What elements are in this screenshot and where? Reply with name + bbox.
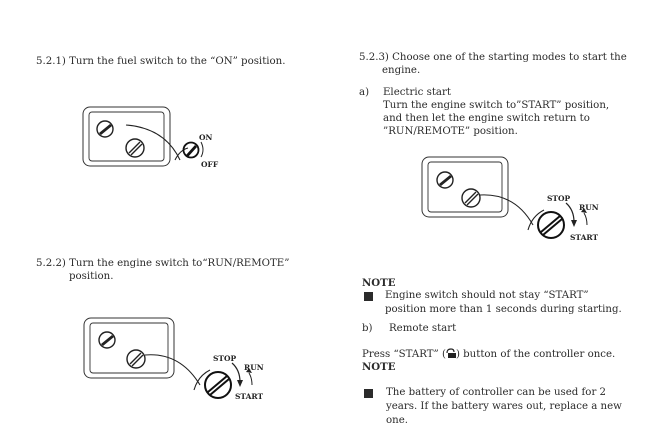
- callout-bracket-2: [193, 369, 211, 391]
- callout-line: [125, 124, 181, 161]
- control-panel-1: [82, 106, 171, 167]
- note-1-title: NOTE: [362, 277, 396, 289]
- press-start-text: Press “START” (: [362, 349, 446, 360]
- key-switch-icon-3: [436, 171, 454, 189]
- engine-switch-knob-icon: [204, 371, 232, 399]
- press-start-line: Press “START” ( ) button of the controlle…: [362, 348, 615, 361]
- on-label: ON: [199, 133, 213, 142]
- option-a-line1: Turn the engine switch to”START” positio…: [383, 100, 610, 111]
- option-a-marker: a): [359, 87, 370, 98]
- callout-bracket-3: [527, 209, 545, 231]
- callout-bracket: [174, 147, 189, 161]
- fuel-switch-icon: [182, 141, 200, 159]
- note-2-line3: one.: [386, 415, 408, 426]
- stop-label-3: STOP: [547, 194, 571, 203]
- step-5-2-2-text: 5.2.2) Turn the engine switch to“RUN/REM…: [36, 258, 290, 269]
- note-2-line1: The battery of controller can be used fo…: [386, 387, 607, 398]
- note-1-line2: position more than 1 seconds during star…: [385, 304, 622, 315]
- engine-switch-icon-3: [461, 188, 481, 208]
- option-a-title: Electric start: [383, 87, 451, 98]
- callout-line-2: [144, 354, 201, 386]
- off-label: OFF: [201, 160, 219, 169]
- stop-label: STOP: [213, 354, 237, 363]
- option-b-marker: b): [362, 323, 373, 334]
- arrow-head-down: [237, 380, 243, 387]
- run-arrow: [248, 372, 253, 386]
- run-label: RUN: [244, 363, 264, 372]
- stop-to-start-arrow-3: [565, 202, 575, 223]
- start-button-icon: [446, 348, 456, 358]
- start-label: START: [235, 392, 264, 401]
- step-5-2-1-text: 5.2.1) Turn the fuel switch to the “ON” …: [36, 56, 286, 67]
- engine-switch-knob-icon-3: [537, 211, 565, 239]
- bullet-square-icon-2: [364, 389, 373, 398]
- option-b-title: Remote start: [389, 323, 457, 334]
- control-panel-3: [421, 156, 509, 218]
- on-off-arrow: [200, 141, 204, 158]
- key-switch-icon-2: [98, 331, 116, 349]
- arrow-head-up-3: [581, 208, 587, 213]
- note-1-line1: Engine switch should not stay “START”: [385, 290, 589, 301]
- engine-switch-icon: [125, 138, 145, 158]
- note-2-line2: years. If the battery wares out, replace…: [386, 401, 622, 412]
- callout-line-3: [479, 194, 534, 226]
- start-label-3: START: [570, 233, 599, 242]
- option-a-line3: ”RUN/REMOTE” position.: [383, 126, 518, 137]
- option-a-line2: and then let the engine switch return to: [383, 113, 590, 124]
- note-2-title: NOTE: [362, 361, 396, 373]
- step-5-2-3-text: 5.2.3) Choose one of the starting modes …: [359, 52, 627, 63]
- press-start-text-after: ) button of the controller once.: [455, 349, 616, 360]
- key-switch-icon: [96, 120, 114, 138]
- run-label-3: RUN: [579, 203, 599, 212]
- arrow-head-up: [246, 368, 252, 373]
- arrow-head-down-3: [571, 220, 577, 227]
- run-arrow-3: [583, 212, 588, 226]
- step-5-2-3-text-cont: engine.: [382, 65, 421, 76]
- engine-switch-icon-2: [126, 349, 146, 369]
- step-5-2-2-text-cont: position.: [69, 271, 114, 282]
- control-panel-2: [83, 317, 175, 379]
- bullet-square-icon: [364, 292, 373, 301]
